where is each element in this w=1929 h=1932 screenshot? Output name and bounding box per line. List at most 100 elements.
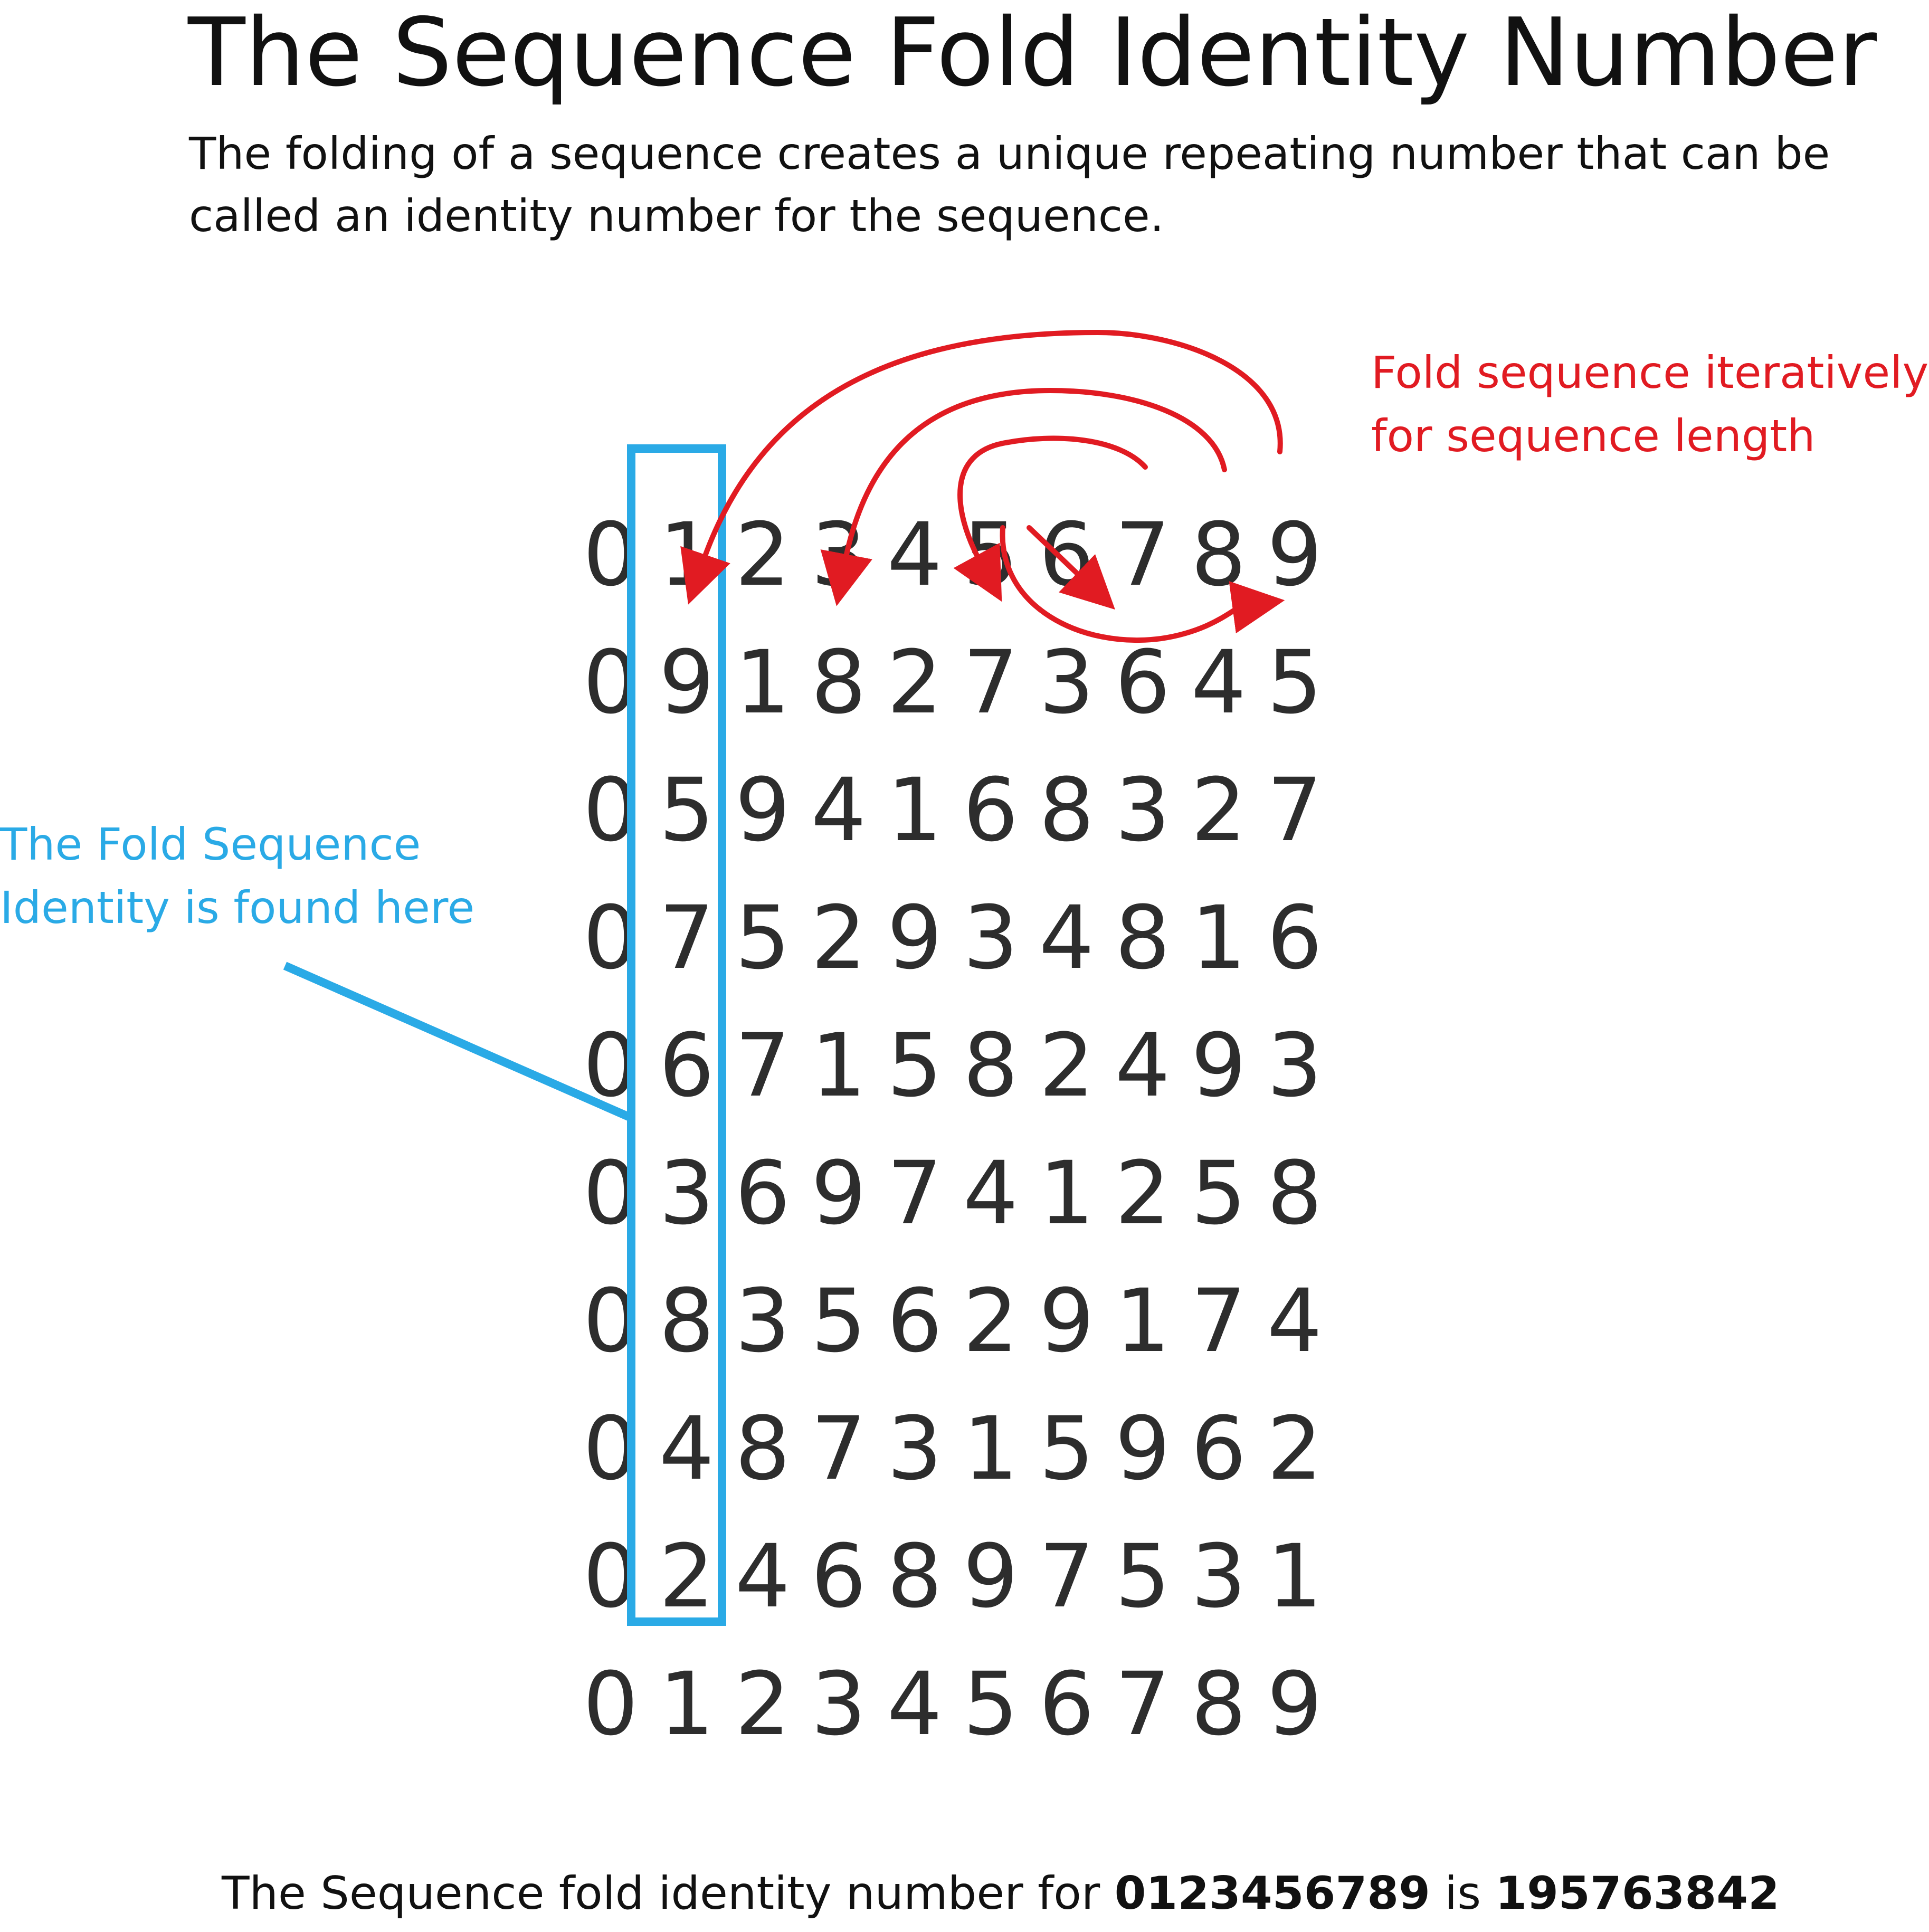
grid-digit: 6 <box>811 1526 867 1627</box>
grid-digit: 7 <box>1115 1653 1171 1755</box>
grid-digit: 6 <box>887 1270 943 1372</box>
grid-digit: 6 <box>1115 632 1171 733</box>
identity-digit: 4 <box>659 1398 715 1499</box>
grid-digit: 5 <box>1039 1398 1095 1499</box>
grid-digit: 4 <box>887 1653 943 1755</box>
grid-digit: 6 <box>1039 1653 1095 1755</box>
grid-digit: 5 <box>1191 1143 1247 1244</box>
identity-summary-middle: is <box>1430 1867 1496 1920</box>
grid-digit: 8 <box>735 1398 791 1499</box>
identity-number: 195763842 <box>1495 1867 1780 1920</box>
identity-summary: The Sequence fold identity number for 01… <box>222 1862 1780 1925</box>
grid-digit: 3 <box>1039 632 1095 733</box>
grid-digit: 6 <box>735 1143 791 1244</box>
grid-digit: 7 <box>1267 759 1323 861</box>
grid-digit: 3 <box>1191 1526 1247 1627</box>
identity-digit: 1 <box>659 1653 715 1755</box>
grid-digit: 1 <box>1191 887 1247 988</box>
grid-digit: 1 <box>1115 1270 1171 1372</box>
grid-digit: 3 <box>1115 759 1171 861</box>
grid-digit: 2 <box>735 1653 791 1755</box>
grid-digit: 2 <box>963 1270 1019 1372</box>
grid-digit: 1 <box>811 1015 867 1116</box>
grid-digit: 2 <box>887 632 943 733</box>
grid-digit: 4 <box>1267 1270 1323 1372</box>
grid-digit: 3 <box>1267 1015 1323 1116</box>
grid-digit: 8 <box>1267 1143 1323 1244</box>
grid-digit: 5 <box>887 1015 943 1116</box>
grid-digit: 2 <box>1191 759 1247 861</box>
fold-arrow-6-to-4 <box>1027 525 1115 610</box>
grid-digit: 8 <box>1115 887 1171 988</box>
grid-digit: 5 <box>735 887 791 988</box>
grid-digit: 7 <box>963 632 1019 733</box>
identity-callout-line <box>283 962 635 1123</box>
fold-arrow-5-to-5 <box>1000 525 1285 643</box>
grid-digit: 4 <box>963 1143 1019 1244</box>
page-subtitle: The folding of a sequence creates a uniq… <box>189 128 1830 242</box>
grid-digit: 4 <box>1191 632 1247 733</box>
grid-digit: 8 <box>963 1015 1019 1116</box>
grid-digit: 9 <box>735 759 791 861</box>
fold-instruction-label: Fold sequence iteratively for sequence l… <box>1371 347 1929 462</box>
grid-digit: 1 <box>735 632 791 733</box>
grid-digit: 4 <box>1039 887 1095 988</box>
grid-digit: 5 <box>1267 632 1323 733</box>
fold-arrow-9-to-1 <box>680 329 1283 605</box>
grid-digit: 6 <box>1191 1398 1247 1499</box>
grid-digit: 5 <box>811 1270 867 1372</box>
grid-digit: 5 <box>1115 1526 1171 1627</box>
identity-digit: 7 <box>659 887 715 988</box>
grid-digit: 6 <box>963 759 1019 861</box>
fold-arrow-7-to-3 <box>953 435 1148 602</box>
grid-digit: 7 <box>1191 1270 1247 1372</box>
grid-digit: 7 <box>735 1015 791 1116</box>
grid-digit: 1 <box>887 759 943 861</box>
grid-digit: 9 <box>1039 1270 1095 1372</box>
identity-callout-label: The Fold Sequence Identity is found here <box>0 819 475 934</box>
identity-digit: 9 <box>659 632 715 733</box>
page-title: The Sequence Fold Identity Number <box>188 0 1877 107</box>
grid-digit: 3 <box>735 1270 791 1372</box>
grid-digit: 9 <box>1267 1653 1323 1755</box>
grid-digit: 4 <box>1115 1015 1171 1116</box>
grid-digit: 3 <box>887 1398 943 1499</box>
grid-digit: 5 <box>963 1653 1019 1755</box>
grid-digit: 9 <box>887 887 943 988</box>
grid-digit: 8 <box>1191 1653 1247 1755</box>
grid-digit: 2 <box>1267 1398 1323 1499</box>
grid-digit: 7 <box>1039 1526 1095 1627</box>
grid-digit: 2 <box>811 887 867 988</box>
source-sequence: 0123456789 <box>1114 1867 1430 1920</box>
grid-digit: 8 <box>887 1526 943 1627</box>
grid-digit: 7 <box>1115 504 1171 605</box>
grid-digit: 0 <box>583 1653 639 1755</box>
identity-digit: 8 <box>659 1270 715 1372</box>
identity-summary-prefix: The Sequence fold identity number for <box>222 1867 1115 1920</box>
grid-digit: 9 <box>811 1143 867 1244</box>
grid-digit: 2 <box>1115 1143 1171 1244</box>
grid-digit: 7 <box>887 1143 943 1244</box>
grid-digit: 2 <box>1039 1015 1095 1116</box>
identity-digit: 3 <box>659 1143 715 1244</box>
grid-digit: 7 <box>811 1398 867 1499</box>
grid-digit: 1 <box>1039 1143 1095 1244</box>
grid-digit: 3 <box>811 1653 867 1755</box>
identity-digit: 5 <box>659 759 715 861</box>
grid-digit: 4 <box>735 1526 791 1627</box>
identity-digit: 2 <box>659 1526 715 1627</box>
grid-digit: 1 <box>1267 1526 1323 1627</box>
grid-digit: 8 <box>1039 759 1095 861</box>
fold-arrow-8-to-2 <box>820 387 1227 606</box>
grid-digit: 4 <box>811 759 867 861</box>
grid-digit: 2 <box>735 504 791 605</box>
grid-digit: 1 <box>963 1398 1019 1499</box>
identity-column-highlight <box>627 444 726 1626</box>
